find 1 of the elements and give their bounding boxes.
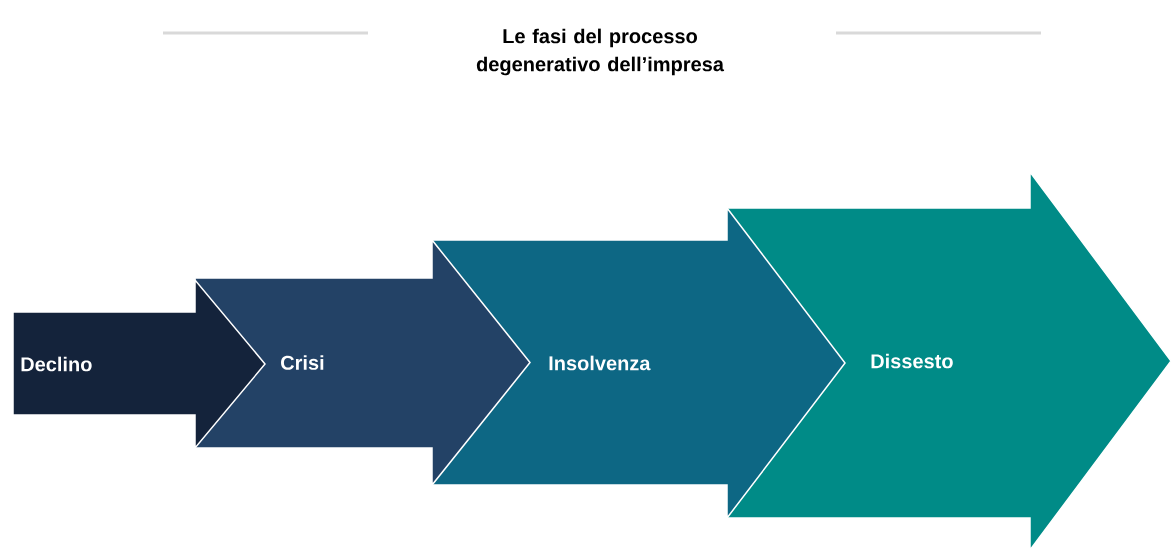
title: Le fasi del processo degenerativo dell’impresa [476,28,725,76]
